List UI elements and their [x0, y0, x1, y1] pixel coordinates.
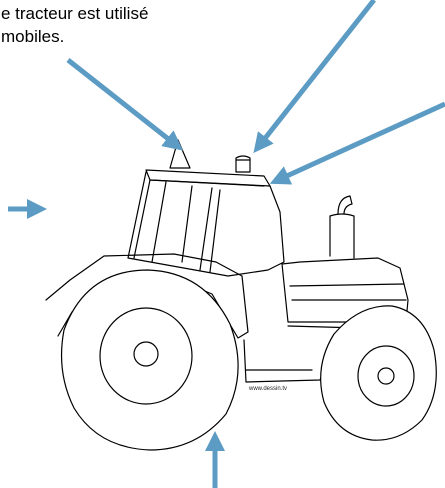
watermark-text: www.dessin.tv [249, 386, 288, 392]
arrows [8, 0, 445, 488]
antenna [169, 139, 191, 169]
arrow-icon [269, 101, 445, 185]
caption-line-1: e tracteur est utilisé [1, 4, 149, 23]
cab-frame [127, 171, 285, 277]
front-wheel [320, 305, 437, 441]
arrow-icon [253, 0, 376, 154]
rear-wheel [60, 269, 239, 451]
exhaust-pipe [329, 213, 355, 259]
caption-line-2: mobiles. [1, 27, 65, 46]
arrow-icon [66, 58, 184, 151]
tractor-drawing [45, 139, 437, 451]
beacon-light [235, 155, 251, 173]
caption-text: e tracteur est utilisé mobiles. [0, 2, 230, 48]
